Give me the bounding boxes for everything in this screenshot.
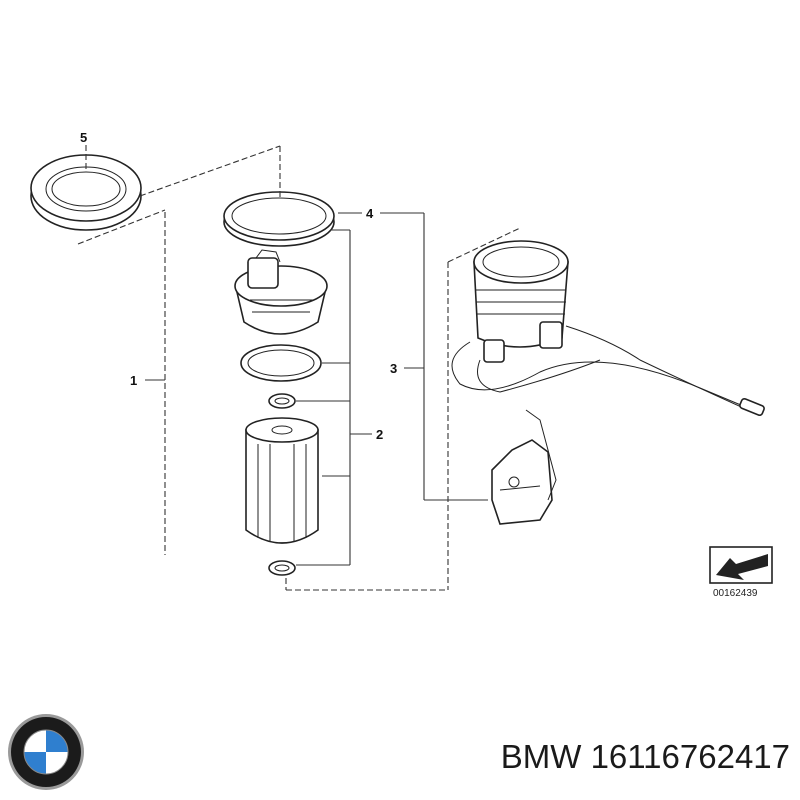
seal-ring-part [30,154,142,231]
bmw-logo [8,714,84,790]
filter-element-part [245,417,319,544]
callout-3: 3 [390,361,397,376]
fuel-pump-housing-part [451,240,765,417]
callout-4: 4 [366,206,374,221]
part-number: 16116762417 [590,738,790,775]
gasket-ring-part [223,191,335,247]
reference-number: 00162439 [713,588,758,599]
bracket-part [491,409,557,525]
direction-arrow-box [709,546,773,584]
callout-2: 2 [376,427,383,442]
part-caption: BMW 16116762417 [410,738,790,776]
leader-lines [77,145,521,591]
o-ring-small-bottom-part [268,560,296,576]
callout-1: 1 [130,373,137,388]
filter-cap-part [234,249,328,335]
o-ring-small-top-part [268,393,296,409]
callout-5: 5 [80,130,87,145]
o-ring-large-part [240,344,322,382]
brand-name: BMW [500,738,582,775]
